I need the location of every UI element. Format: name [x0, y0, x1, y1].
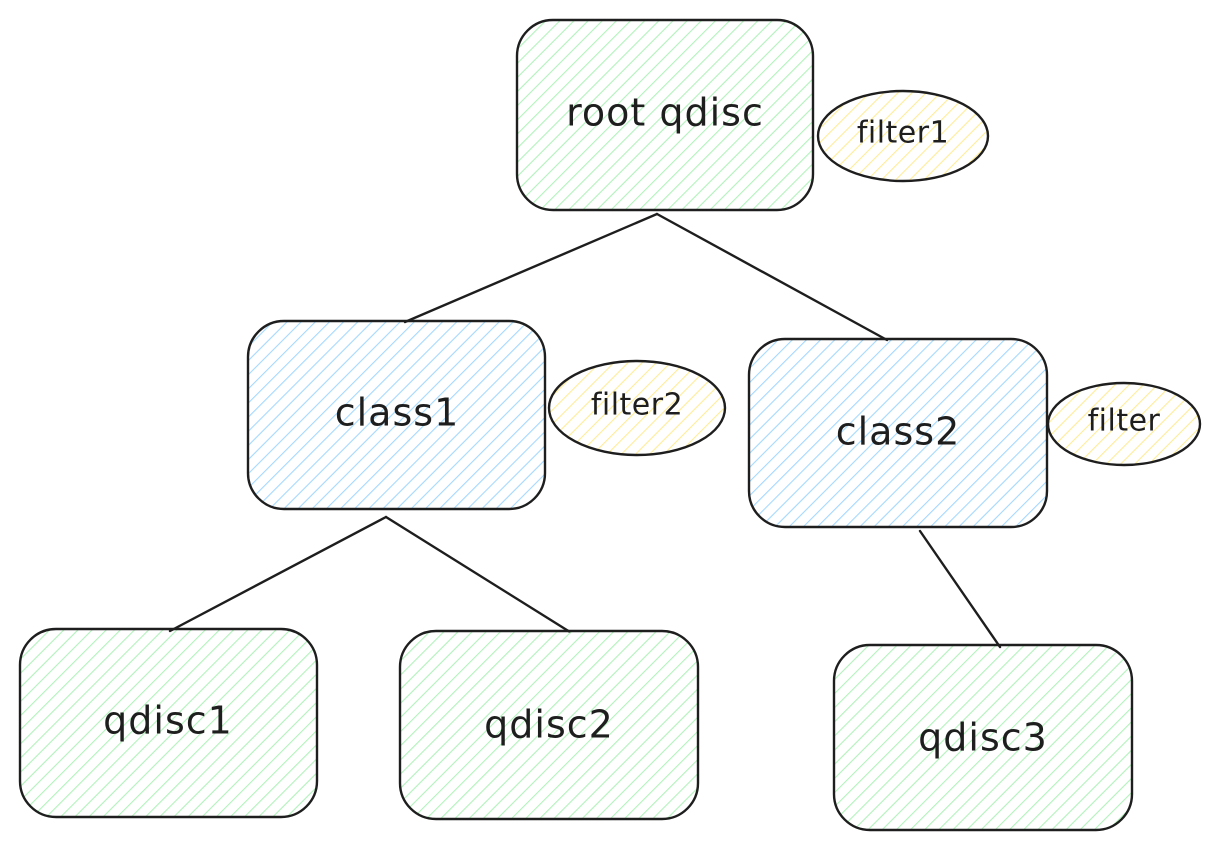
edge-root-class2 — [655, 212, 889, 342]
node-qdisc3-label: qdisc3 — [918, 716, 1048, 760]
node-root-qdisc: root qdisc — [515, 18, 815, 212]
node-qdisc3: qdisc3 — [832, 643, 1134, 832]
node-qdisc2-label: qdisc2 — [484, 703, 614, 747]
node-qdisc1: qdisc1 — [18, 627, 319, 819]
edge-class1-qdisc2 — [384, 515, 572, 634]
edge-root-class1 — [403, 212, 659, 324]
node-qdisc2: qdisc2 — [398, 629, 700, 821]
filter-filter3-label: filter — [1088, 404, 1161, 439]
filter-filter1: filter1 — [816, 89, 990, 183]
filter-filter3: filter — [1046, 381, 1202, 467]
node-class1: class1 — [246, 319, 547, 511]
node-class1-label: class1 — [335, 391, 460, 435]
edge-class2-qdisc3 — [918, 529, 1002, 649]
node-class2-label: class2 — [836, 410, 961, 454]
node-root-qdisc-label: root qdisc — [566, 91, 764, 135]
edge-class1-qdisc1 — [168, 515, 388, 633]
node-qdisc1-label: qdisc1 — [103, 699, 233, 743]
edges — [168, 212, 1002, 649]
filter-filter2-label: filter2 — [591, 388, 683, 423]
filter-filter1-label: filter1 — [857, 116, 949, 151]
node-class2: class2 — [747, 337, 1049, 529]
filter-filter2: filter2 — [547, 359, 727, 457]
